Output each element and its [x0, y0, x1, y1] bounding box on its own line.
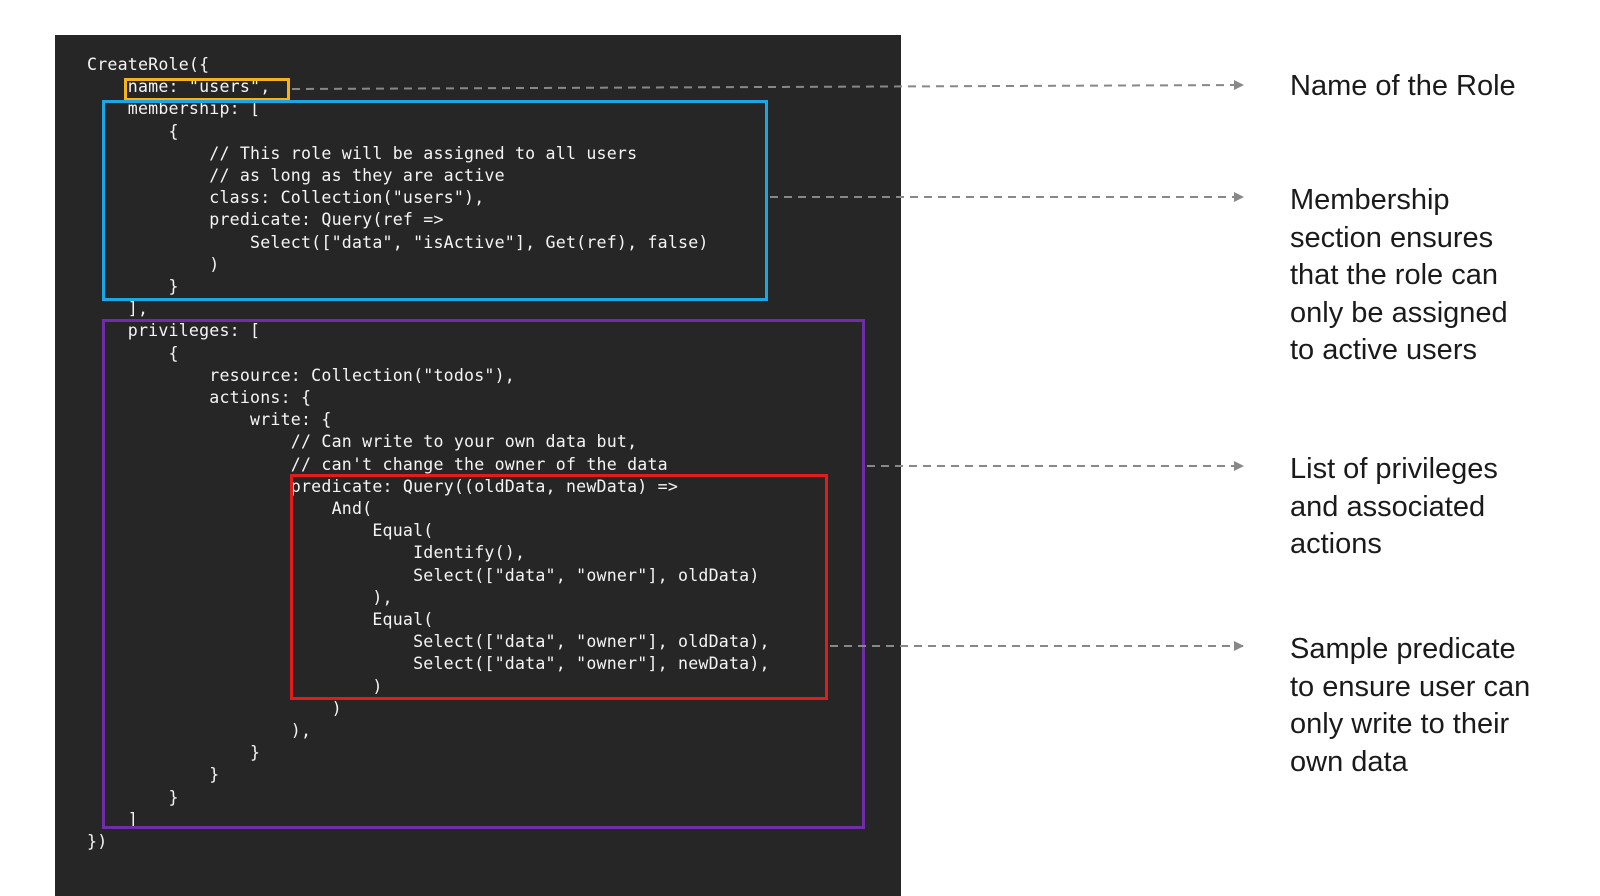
- code-line: CreateRole({: [87, 55, 210, 74]
- code-line: Select(["data", "owner"], newData),: [87, 654, 770, 674]
- annotation-line: only write to their: [1290, 708, 1510, 740]
- code-line: ): [87, 698, 342, 718]
- annotation-predicate: Sample predicate to ensure user can only w…: [1290, 631, 1590, 781]
- code-line: ): [87, 676, 383, 696]
- annotation-line: only be assigned: [1290, 296, 1508, 329]
- code-line: actions: {: [87, 388, 312, 407]
- code-line: // can't change the owner of the data: [87, 454, 668, 474]
- code-line: }: [87, 743, 261, 763]
- code-line: class: Collection("users"),: [87, 188, 485, 208]
- annotation-line: and associated: [1290, 490, 1486, 523]
- code-line: name: "users",: [87, 77, 271, 97]
- annotation-line: Sample predicate: [1290, 633, 1516, 665]
- annotation-line: to ensure user can: [1290, 670, 1531, 703]
- code-line: privileges: [: [87, 321, 261, 341]
- highlight-box-role-name: [124, 78, 290, 101]
- highlight-box-privileges: [102, 319, 865, 829]
- code-line: // Can write to your own data but,: [87, 432, 638, 452]
- annotation-privileges: List of privileges and associated actions: [1290, 451, 1590, 564]
- code-line: Equal(: [87, 610, 434, 629]
- code-line: resource: Collection("todos"),: [87, 365, 515, 385]
- code-line: membership: [: [87, 99, 261, 119]
- connector-role-name: [291, 80, 1244, 91]
- code-line: }: [87, 277, 179, 296]
- code-line: // This role will be assigned to all use…: [87, 143, 638, 163]
- annotation-line: own data: [1290, 745, 1408, 778]
- annotation-line: Membership: [1290, 184, 1450, 216]
- annotation-line: to active users: [1290, 334, 1477, 366]
- code-line: ),: [87, 587, 393, 607]
- code-line: write: {: [87, 410, 332, 430]
- code-line: // as long as they are active: [87, 166, 505, 185]
- code-panel: [55, 35, 901, 896]
- code-line: predicate: Query(ref =>: [87, 210, 444, 230]
- code-line: {: [87, 121, 179, 141]
- code-line: Identify(),: [87, 543, 526, 563]
- annotation-line: section ensures: [1290, 221, 1494, 254]
- code-line: ],: [87, 299, 149, 319]
- annotation-membership: Membership section ensures that the role c…: [1290, 182, 1590, 370]
- highlight-box-membership: [102, 100, 768, 301]
- code-line: }: [87, 765, 220, 785]
- highlight-box-predicate: [290, 474, 828, 700]
- annotation-role-name: Name of the Role: [1290, 68, 1590, 106]
- code-line: And(: [87, 499, 373, 518]
- code-line: Select(["data", "isActive"], Get(ref), f…: [87, 232, 709, 252]
- code-line: }): [87, 832, 108, 851]
- code-line: ): [87, 254, 220, 274]
- annotation-line: that the role can: [1290, 259, 1498, 291]
- code-line: }: [87, 787, 179, 807]
- code-line: predicate: Query((oldData, newData) =>: [87, 476, 679, 496]
- annotation-line: List of privileges: [1290, 453, 1498, 485]
- code-line: ]: [87, 809, 138, 829]
- code-line: Select(["data", "owner"], oldData): [87, 565, 760, 585]
- code-line: Equal(: [87, 521, 434, 541]
- annotation-line: actions: [1290, 528, 1382, 560]
- code-line: {: [87, 343, 179, 363]
- code-line: ),: [87, 721, 312, 740]
- annotation-line: Name of the Role: [1290, 70, 1516, 102]
- code-line: Select(["data", "owner"], oldData),: [87, 632, 770, 652]
